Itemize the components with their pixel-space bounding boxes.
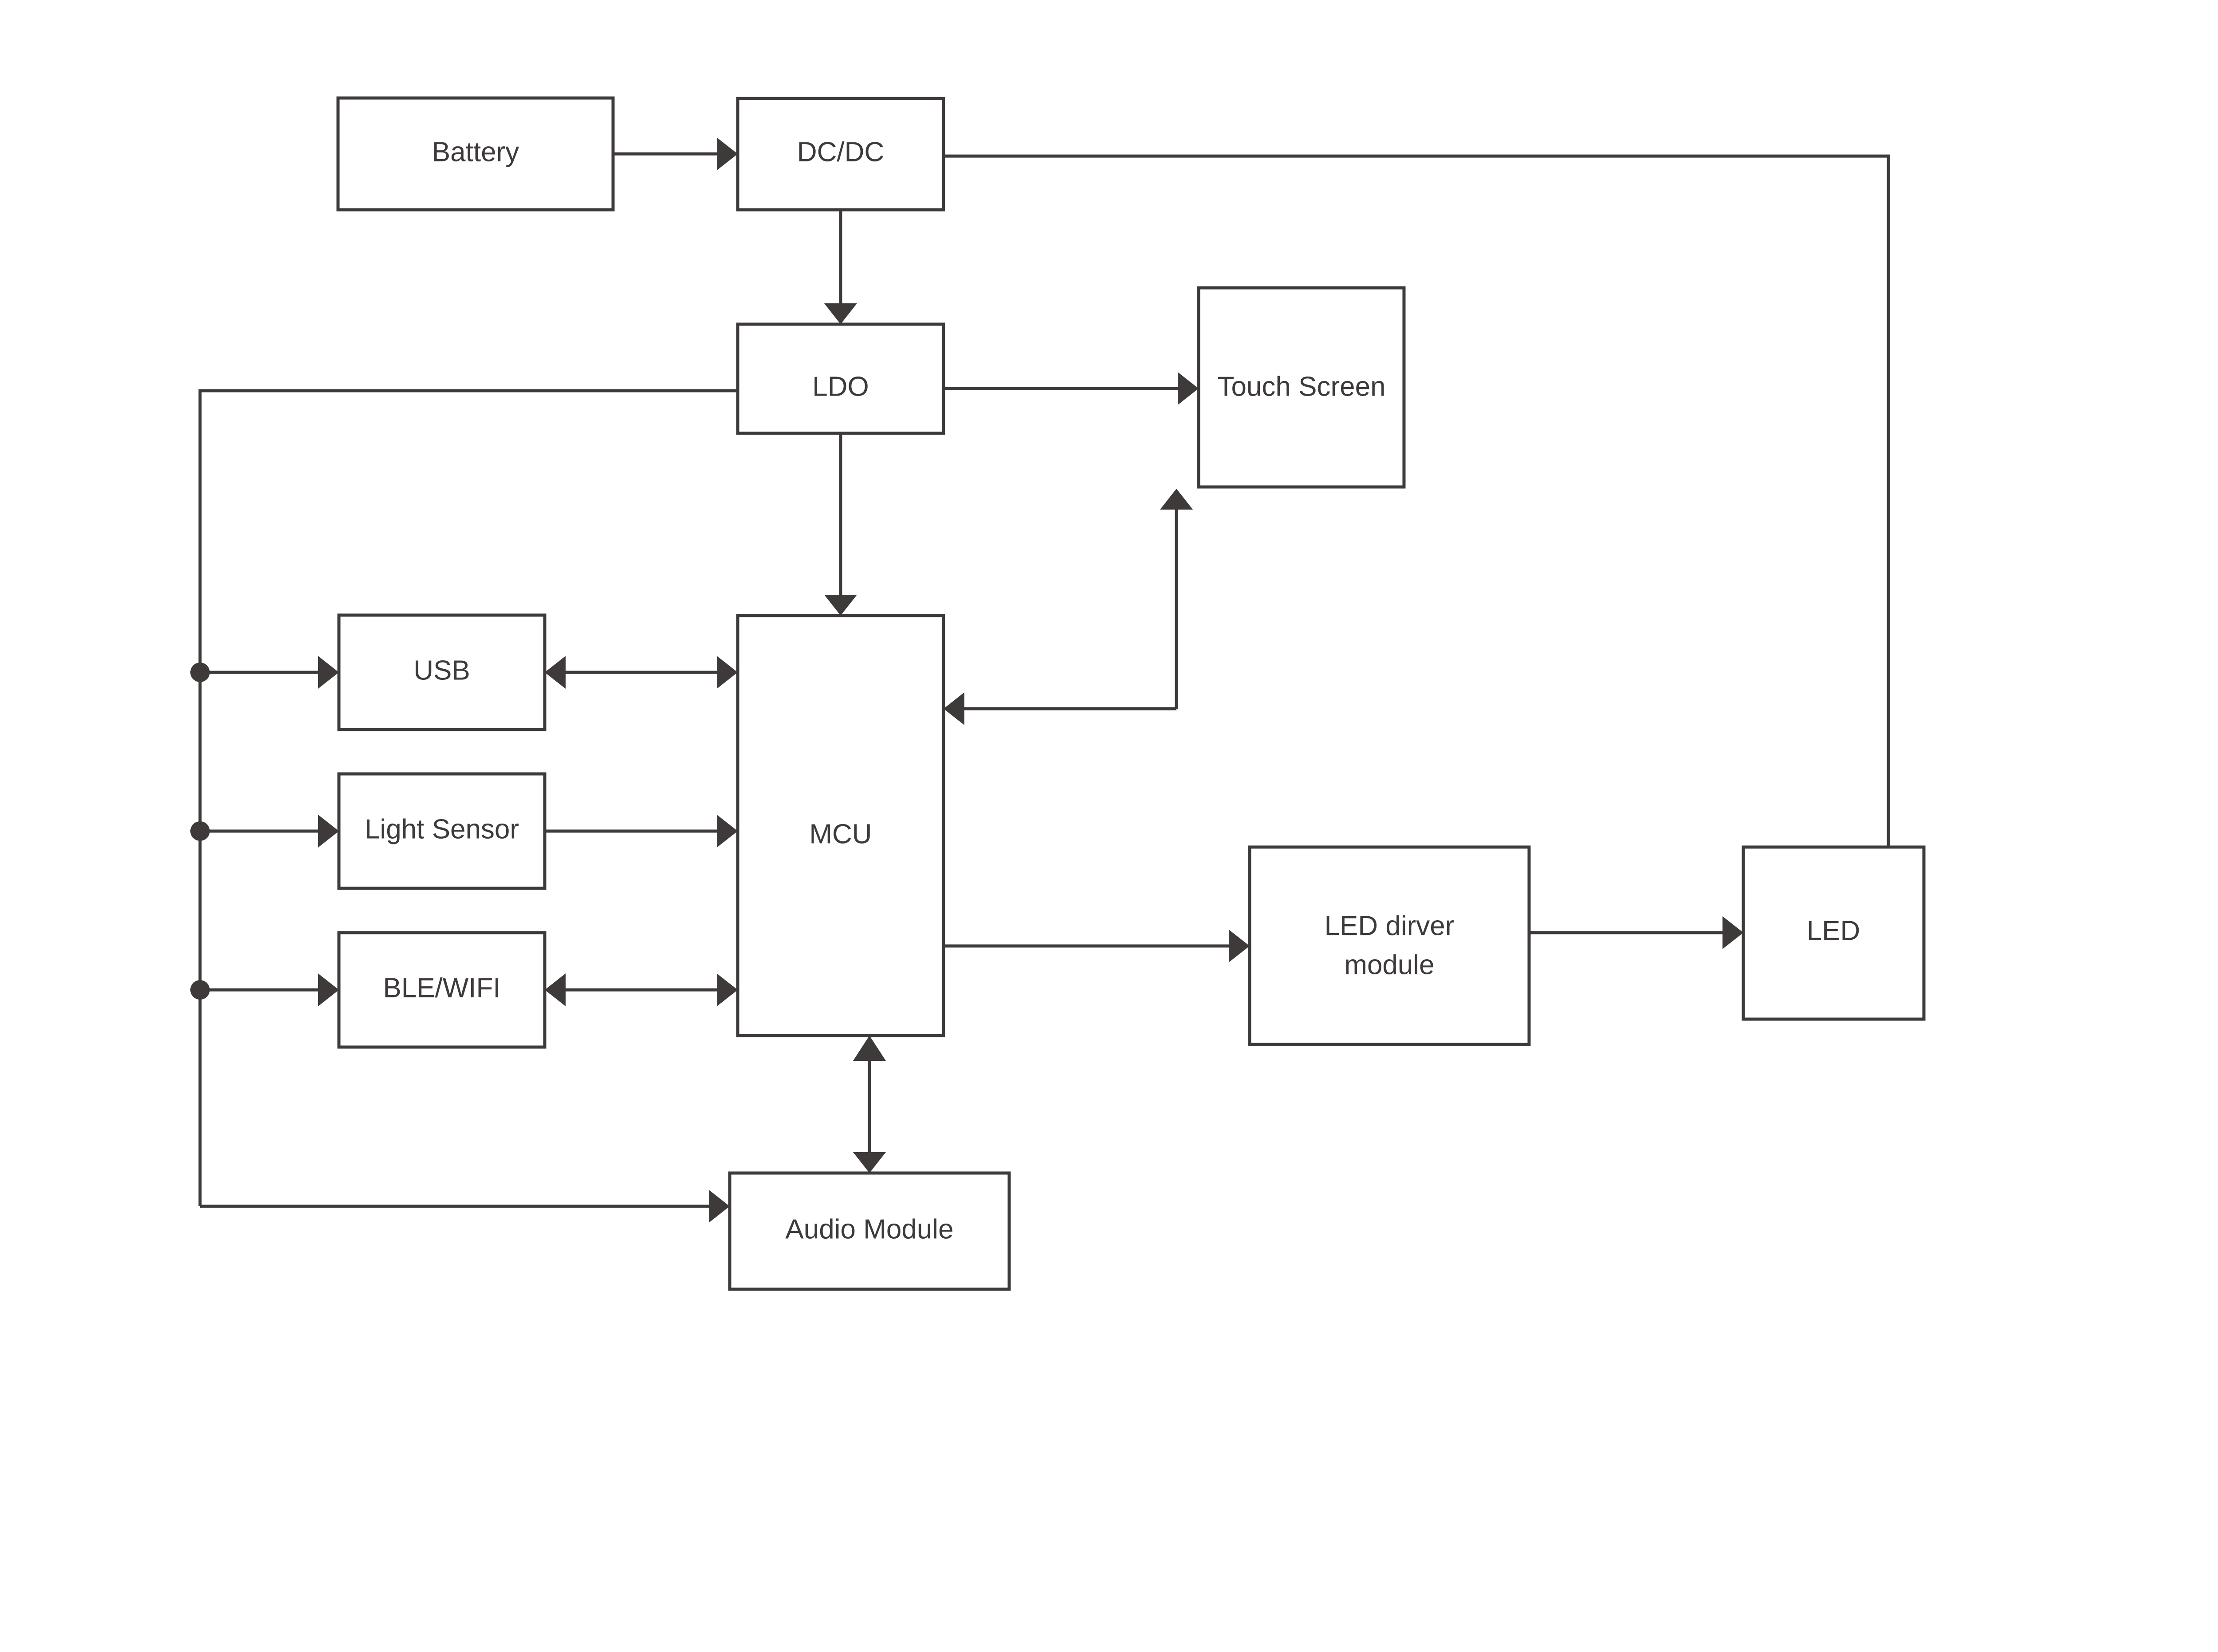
connection-mcu-audio — [853, 1036, 886, 1173]
connection-bus-to-light — [200, 815, 339, 848]
connection-dcdc-to-ldo — [824, 210, 857, 324]
connection-light-to-mcu — [545, 815, 738, 848]
block-dcdc[interactable]: DC/DC — [736, 97, 945, 212]
connection-leddriver-to-led — [1529, 916, 1743, 949]
connection-battery-to-dcdc — [613, 137, 738, 170]
block-mcu[interactable]: MCU — [736, 614, 945, 1037]
block-ble-wifi[interactable]: BLE/WIFI — [337, 931, 547, 1049]
connection-touch-to-mcu — [944, 692, 1176, 725]
junction-dot-blewifi — [190, 980, 210, 1000]
junction-dot-light — [190, 821, 210, 841]
connection-ldo-to-mcu — [824, 433, 857, 616]
block-usb[interactable]: USB — [337, 613, 547, 731]
block-led-driver-module[interactable]: LED dirver module — [1248, 845, 1531, 1046]
connection-mcu-to-touch — [1160, 489, 1193, 709]
block-light-sensor[interactable]: Light Sensor — [337, 772, 547, 890]
connection-ldo-to-touch — [944, 372, 1199, 405]
connection-usb-mcu — [545, 656, 738, 689]
connection-bus-to-blewifi — [200, 973, 339, 1006]
connection-bus-to-audio — [200, 1190, 730, 1223]
block-battery[interactable]: Battery — [336, 96, 615, 212]
connection-ldo-to-powerbus — [198, 389, 738, 1206]
connection-blewifi-mcu — [545, 973, 738, 1006]
connection-bus-to-usb — [200, 656, 339, 689]
junction-dot-usb — [190, 663, 210, 682]
block-led[interactable]: LED — [1742, 845, 1926, 1021]
block-touch-screen[interactable]: Touch Screen — [1197, 286, 1406, 489]
block-ldo[interactable]: LDO — [736, 322, 945, 435]
block-audio-module[interactable]: Audio Module — [728, 1171, 1011, 1291]
connection-mcu-to-leddriver — [944, 930, 1250, 962]
connection-dcdc-to-led — [944, 154, 1890, 847]
